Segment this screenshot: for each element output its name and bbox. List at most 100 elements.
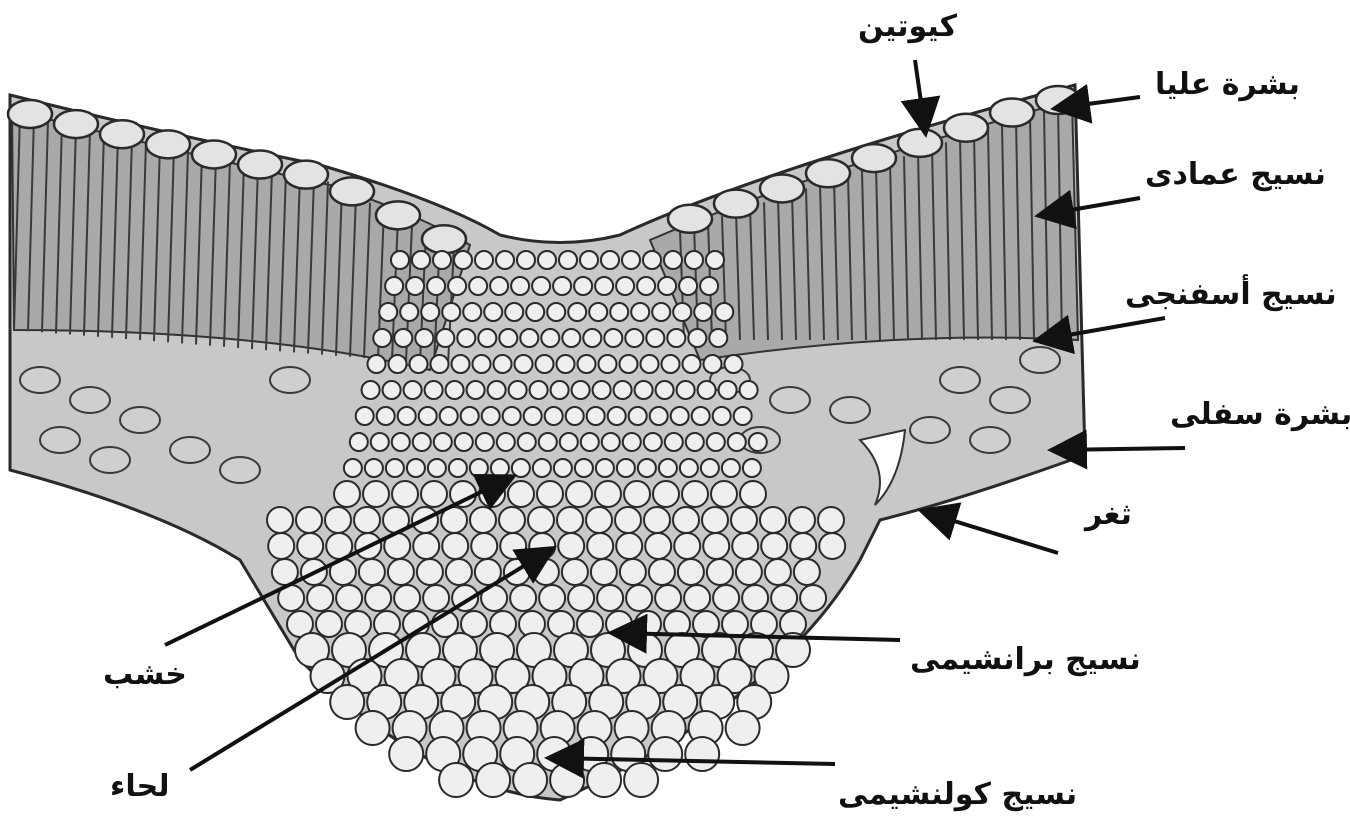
midrib-cell bbox=[330, 685, 364, 719]
midrib-cell bbox=[533, 459, 551, 477]
midrib-cell bbox=[400, 303, 418, 321]
midrib-cell bbox=[626, 585, 652, 611]
midrib-cell bbox=[413, 433, 431, 451]
midrib-cell bbox=[800, 585, 826, 611]
midrib-cell bbox=[316, 611, 342, 637]
midrib-cell bbox=[658, 277, 676, 295]
arrow-stoma bbox=[925, 512, 1058, 553]
midrib-cell bbox=[392, 433, 410, 451]
midrib-cell bbox=[731, 507, 757, 533]
midrib-cell bbox=[638, 459, 656, 477]
midrib-cell bbox=[363, 481, 389, 507]
midrib-cell bbox=[692, 407, 710, 425]
midrib-cell bbox=[648, 737, 682, 771]
midrib-cell bbox=[388, 559, 414, 585]
arrow-cutin bbox=[915, 60, 925, 130]
midrib-cell bbox=[659, 459, 677, 477]
midrib-cell bbox=[685, 251, 703, 269]
midrib-cell bbox=[794, 559, 820, 585]
midrib-cell bbox=[551, 381, 569, 399]
midrib-cell bbox=[528, 507, 554, 533]
midrib-cell bbox=[410, 355, 428, 373]
midrib-cell bbox=[439, 763, 473, 797]
midrib-cell bbox=[711, 481, 737, 507]
midrib-cell bbox=[354, 507, 380, 533]
midrib-cell bbox=[344, 459, 362, 477]
midrib-cell bbox=[325, 507, 351, 533]
midrib-cell bbox=[467, 381, 485, 399]
label-parenchyma: نسيج برانشيمى bbox=[910, 645, 1141, 675]
midrib-cell bbox=[371, 433, 389, 451]
midrib-cell bbox=[550, 763, 584, 797]
spongy-cell bbox=[40, 427, 80, 453]
midrib-cell bbox=[589, 303, 607, 321]
midrib-cell bbox=[678, 559, 704, 585]
midrib-cell bbox=[392, 481, 418, 507]
midrib-cell bbox=[509, 381, 527, 399]
midrib-cell bbox=[655, 585, 681, 611]
midrib-cell bbox=[307, 585, 333, 611]
midrib-cell bbox=[700, 277, 718, 295]
midrib-cell bbox=[455, 433, 473, 451]
midrib-cell bbox=[389, 737, 423, 771]
midrib-cell bbox=[685, 737, 719, 771]
midrib-cell bbox=[449, 459, 467, 477]
midrib-cell bbox=[574, 277, 592, 295]
epidermis-cell bbox=[990, 99, 1034, 127]
spongy-cell bbox=[120, 407, 160, 433]
midrib-cell bbox=[643, 251, 661, 269]
spongy-cell bbox=[220, 457, 260, 483]
midrib-cell bbox=[560, 433, 578, 451]
midrib-cell bbox=[623, 433, 641, 451]
midrib-cell bbox=[653, 481, 679, 507]
midrib-cell bbox=[734, 407, 752, 425]
midrib-cell bbox=[394, 329, 412, 347]
spongy-cell bbox=[940, 367, 980, 393]
spongy-cell bbox=[830, 397, 870, 423]
midrib-cell bbox=[557, 507, 583, 533]
label-xylem: خشب bbox=[103, 660, 187, 690]
midrib-cell bbox=[446, 559, 472, 585]
midrib-cell bbox=[577, 611, 603, 637]
midrib-cell bbox=[448, 277, 466, 295]
epidermis-cell bbox=[1036, 86, 1080, 114]
midrib-cell bbox=[572, 381, 590, 399]
spongy-cell bbox=[170, 437, 210, 463]
midrib-cell bbox=[356, 711, 390, 745]
midrib-cell bbox=[517, 251, 535, 269]
midrib-cell bbox=[680, 459, 698, 477]
midrib-cell bbox=[526, 303, 544, 321]
spongy-cell bbox=[1020, 347, 1060, 373]
midrib-cell bbox=[622, 251, 640, 269]
midrib-cell bbox=[646, 329, 664, 347]
epidermis-cell bbox=[8, 100, 52, 128]
midrib-cell bbox=[524, 407, 542, 425]
midrib-cell bbox=[419, 407, 437, 425]
midrib-cell bbox=[389, 355, 407, 373]
midrib-cell bbox=[334, 481, 360, 507]
midrib-cell bbox=[790, 533, 816, 559]
midrib-cell bbox=[510, 585, 536, 611]
midrib-cell bbox=[765, 559, 791, 585]
midrib-cell bbox=[427, 277, 445, 295]
midrib-cell bbox=[454, 251, 472, 269]
midrib-cell bbox=[704, 355, 722, 373]
midrib-cell bbox=[760, 507, 786, 533]
epidermis-cell bbox=[54, 110, 98, 138]
midrib-cell bbox=[428, 459, 446, 477]
midrib-cell bbox=[268, 533, 294, 559]
midrib-cell bbox=[566, 481, 592, 507]
midrib-cell bbox=[674, 533, 700, 559]
midrib-cell bbox=[471, 533, 497, 559]
midrib-cell bbox=[362, 381, 380, 399]
midrib-cell bbox=[503, 407, 521, 425]
midrib-cell bbox=[715, 303, 733, 321]
midrib-cell bbox=[624, 481, 650, 507]
midrib-cell bbox=[652, 303, 670, 321]
midrib-cell bbox=[536, 355, 554, 373]
midrib-cell bbox=[713, 585, 739, 611]
midrib-cell bbox=[538, 251, 556, 269]
midrib-cell bbox=[515, 355, 533, 373]
midrib-cell bbox=[599, 355, 617, 373]
midrib-cell bbox=[368, 355, 386, 373]
